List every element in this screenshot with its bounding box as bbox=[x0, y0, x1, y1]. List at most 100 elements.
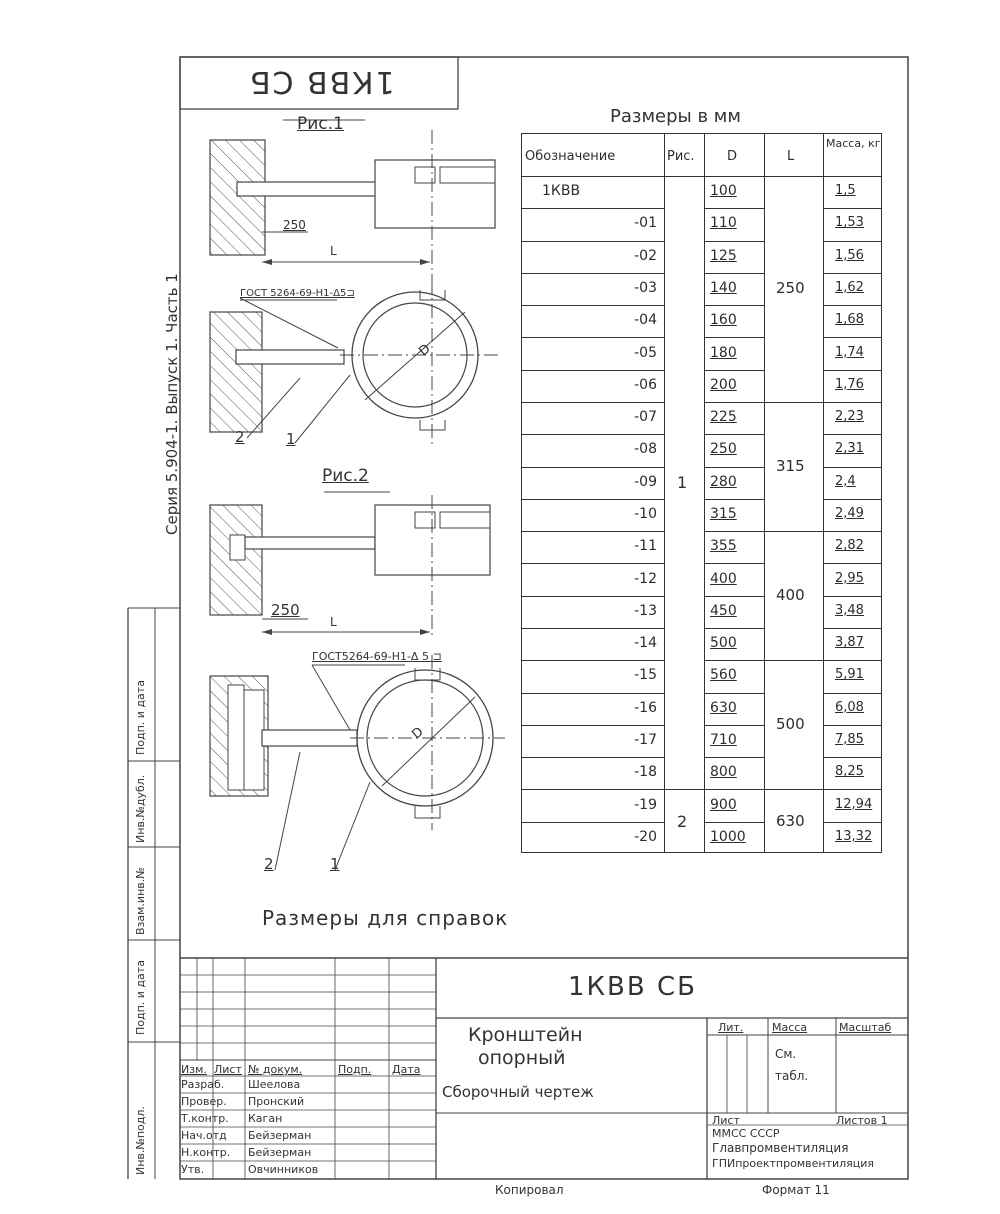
fig2-side-view bbox=[209, 495, 491, 635]
table-rule bbox=[764, 789, 823, 791]
table-row-D: 200 bbox=[710, 376, 737, 393]
table-row-D: 450 bbox=[710, 602, 737, 619]
dim-L-top: L bbox=[330, 244, 337, 258]
table-fig-group: 2 bbox=[677, 811, 688, 831]
table-row-mass: 13,32 bbox=[835, 828, 873, 844]
table-rule bbox=[704, 628, 764, 629]
table-row-designation: -01 bbox=[634, 215, 657, 232]
tb-mass-value: См. табл. bbox=[775, 1047, 809, 1083]
table-fig-group: 1 bbox=[677, 472, 688, 492]
table-row-mass: 1,74 bbox=[835, 344, 864, 360]
table-rule bbox=[823, 305, 881, 307]
table-rule bbox=[823, 821, 881, 823]
table-row-mass: 2,95 bbox=[835, 570, 864, 586]
table-row-mass: 2,4 bbox=[835, 473, 856, 489]
table-rule bbox=[522, 628, 664, 629]
table-row-designation: 1КВВ bbox=[542, 183, 581, 200]
table-row-D: 110 bbox=[710, 215, 737, 232]
table-row-designation: -20 bbox=[634, 828, 657, 845]
table-row-designation: -16 bbox=[634, 699, 657, 716]
table-row-mass: 7,85 bbox=[835, 732, 864, 747]
table-rule bbox=[704, 208, 764, 210]
tb-sheets: Листов 1 bbox=[836, 1114, 888, 1127]
table-caption: Размеры в мм bbox=[610, 106, 741, 127]
table-rule bbox=[522, 337, 664, 339]
tb-code: 1КВВ СБ bbox=[568, 972, 697, 1002]
table-rule bbox=[704, 692, 764, 694]
table-rule bbox=[823, 789, 881, 791]
table-rule bbox=[522, 563, 664, 565]
table-row-D: 355 bbox=[710, 538, 737, 555]
table-L-group: 500 bbox=[776, 714, 805, 733]
table-row-designation: -12 bbox=[634, 570, 657, 587]
table-L-group: 630 bbox=[776, 811, 805, 830]
table-rule bbox=[823, 563, 881, 565]
table-row-D: 630 bbox=[710, 699, 737, 716]
pos-1-top: 1 bbox=[286, 430, 296, 448]
table-row-mass: 1,62 bbox=[835, 280, 864, 295]
table-rule bbox=[704, 789, 764, 791]
table-rule bbox=[704, 402, 764, 403]
table-rule bbox=[522, 176, 881, 177]
table-row-designation: -07 bbox=[634, 409, 657, 426]
table-rule bbox=[704, 272, 764, 274]
table-rule bbox=[823, 498, 881, 500]
table-rule bbox=[704, 821, 764, 823]
tb-role-name: Шеелова bbox=[248, 1078, 301, 1091]
tb-role: Нач.отд bbox=[181, 1129, 227, 1142]
table-rule bbox=[704, 595, 764, 597]
table-row-D: 800 bbox=[710, 764, 737, 781]
table-rule bbox=[764, 531, 823, 533]
table-rule bbox=[704, 724, 764, 726]
table-row-designation: -14 bbox=[634, 635, 657, 652]
table-rule bbox=[522, 724, 664, 726]
table-row-D: 100 bbox=[710, 183, 737, 200]
table-row-D: 125 bbox=[710, 247, 737, 264]
table-rule bbox=[823, 369, 881, 371]
tb-org-3: ГПИпроектпромвентиляция bbox=[712, 1157, 875, 1170]
tb-role-name: Овчинников bbox=[248, 1163, 319, 1176]
tb-doc-type: Сборочный чертеж bbox=[442, 1083, 594, 1101]
tb-name-1: Кронштейн bbox=[468, 1024, 583, 1046]
table-row-mass: 1,68 bbox=[835, 312, 864, 328]
table-row-mass: 12,94 bbox=[835, 796, 873, 812]
table-row-designation: -06 bbox=[634, 376, 657, 393]
tb-role: Утв. bbox=[181, 1163, 205, 1176]
table-rule bbox=[823, 660, 881, 662]
dim-L-bottom: L bbox=[330, 615, 337, 629]
table-row-designation: -09 bbox=[634, 473, 657, 490]
tb-role-name: Каган bbox=[248, 1112, 283, 1125]
tb-role: Н.контр. bbox=[181, 1146, 231, 1159]
table-L-group: 250 bbox=[776, 279, 805, 297]
table-rule bbox=[823, 724, 881, 726]
tb-col-date: Дата bbox=[392, 1063, 421, 1076]
table-rule bbox=[764, 402, 823, 403]
table-row-mass: 8,25 bbox=[835, 764, 864, 780]
tb-col-izm: Изм. bbox=[181, 1063, 207, 1076]
table-row-mass: 1,76 bbox=[835, 376, 864, 392]
header-figure: Рис. bbox=[667, 149, 695, 164]
tb-lit: Лит. bbox=[718, 1021, 744, 1034]
table-row-D: 400 bbox=[710, 570, 737, 587]
table-row-D: 180 bbox=[710, 344, 737, 361]
table-rule bbox=[823, 466, 881, 468]
footer-format: Формат 11 bbox=[762, 1183, 830, 1197]
table-rule bbox=[823, 337, 881, 339]
table-row-mass: 2,49 bbox=[835, 506, 864, 521]
table-row-designation: -18 bbox=[634, 764, 657, 781]
table-rule bbox=[823, 402, 881, 403]
table-rule bbox=[823, 240, 881, 242]
table-row-D: 710 bbox=[710, 732, 737, 748]
tb-org-1: ММСС СССР bbox=[712, 1127, 780, 1140]
tb-mass: Масса bbox=[772, 1021, 808, 1034]
table-rule bbox=[522, 660, 664, 662]
table-row-D: 280 bbox=[710, 473, 737, 490]
table-row-D: 250 bbox=[710, 441, 737, 458]
table-row-D: 315 bbox=[710, 506, 737, 522]
table-L-group: 400 bbox=[776, 585, 805, 604]
table-row-mass: 3,48 bbox=[835, 602, 864, 618]
table-row-mass: 2,82 bbox=[835, 538, 864, 554]
